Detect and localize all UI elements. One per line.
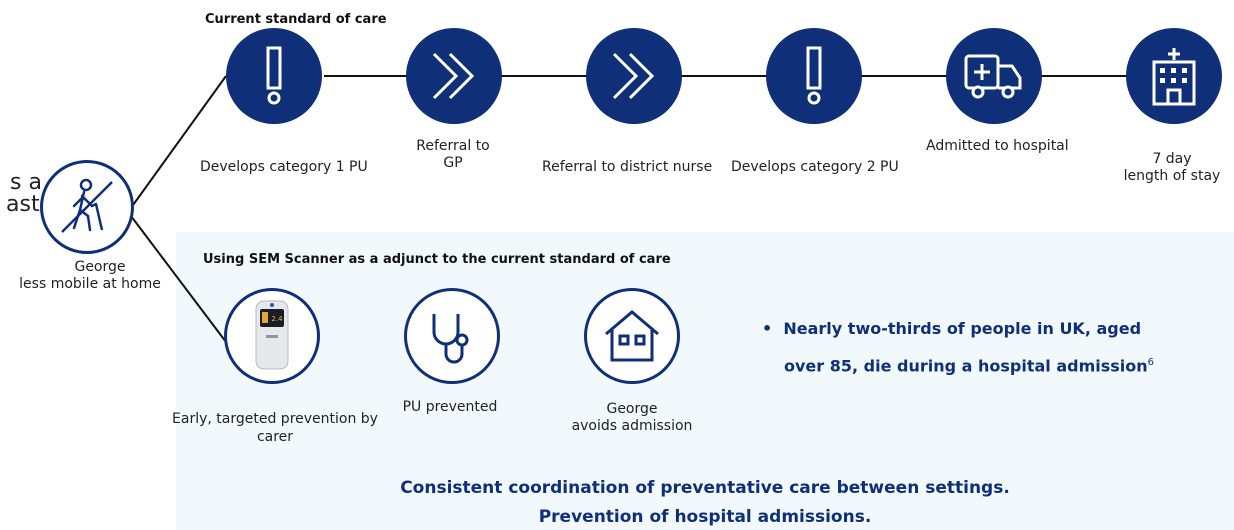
step-referral-nurse-label: Referral to district nurse [542, 159, 713, 175]
person-with-walking-stick-crossed-icon [61, 178, 113, 233]
step-referral-gp-label-line1: Referral to [416, 138, 490, 154]
george-label-line1: George [74, 259, 126, 275]
footer-line2: Prevention of hospital admissions. [538, 507, 872, 527]
step-admitted-node [946, 28, 1042, 124]
step-category1-node [226, 28, 322, 124]
statistic-text-line1: Nearly two-thirds of people in UK, aged [783, 319, 1142, 338]
step-length-of-stay-node [1126, 28, 1222, 124]
step-admitted-label: Admitted to hospital [926, 138, 1069, 154]
device-reading-text: 2.4 [271, 315, 283, 323]
step-referral-nurse-node [586, 28, 682, 124]
step-referral-gp-node [406, 28, 502, 124]
step-category2-node [766, 28, 862, 124]
statistic-bullet: • Nearly two-thirds of people in UK, age… [762, 312, 1182, 383]
stethoscope-icon [432, 314, 469, 364]
double-chevron-icon [612, 52, 655, 100]
george-label-line2: less mobile at home [19, 276, 161, 292]
exclamation-icon [266, 46, 282, 105]
cutoff-text-line2: ast [6, 192, 40, 217]
ambulance-icon [964, 54, 1022, 99]
sem-avoids-admission-label-line1: George [606, 401, 658, 417]
statistic-text-line2: over 85, die during a hospital admission [784, 356, 1148, 376]
sem-panel-background [176, 232, 1234, 530]
hospital-icon [1152, 48, 1196, 106]
exclamation-icon [806, 46, 822, 105]
step-length-of-stay-label-line2: length of stay [1123, 168, 1221, 184]
footer-line1: Consistent coordination of preventative … [400, 478, 1010, 498]
george-node [40, 160, 134, 254]
double-chevron-icon [432, 52, 475, 100]
step-referral-gp-label-line2: GP [443, 155, 463, 171]
current-standard-heading: Current standard of care [205, 12, 387, 27]
statistic-line2: over 85, die during a hospital admission… [762, 346, 1182, 383]
step-length-of-stay-label-line1: 7 day [1152, 151, 1192, 167]
cutoff-text-line1: s a [10, 170, 42, 195]
sem-heading: Using SEM Scanner as a adjunct to the cu… [203, 252, 671, 267]
sem-pu-prevented-node [404, 288, 500, 384]
sem-pu-prevented-label: PU prevented [402, 399, 498, 415]
sem-scanner-device-icon: 2.4 [255, 300, 289, 370]
bullet-marker: • [762, 319, 773, 338]
house-icon [605, 310, 659, 362]
statistic-citation: 6 [1147, 357, 1155, 368]
sem-scanner-label-line1: Early, targeted prevention by [172, 411, 378, 427]
sem-avoids-admission-node [584, 288, 680, 384]
sem-avoids-admission-label-line2: avoids admission [571, 418, 693, 434]
step-category2-label: Develops category 2 PU [731, 159, 899, 175]
step-category1-label: Develops category 1 PU [200, 159, 368, 175]
sem-scanner-node: 2.4 [224, 288, 320, 384]
statistic-line1: • Nearly two-thirds of people in UK, age… [762, 312, 1182, 346]
sem-scanner-label-line2: carer [256, 429, 294, 445]
